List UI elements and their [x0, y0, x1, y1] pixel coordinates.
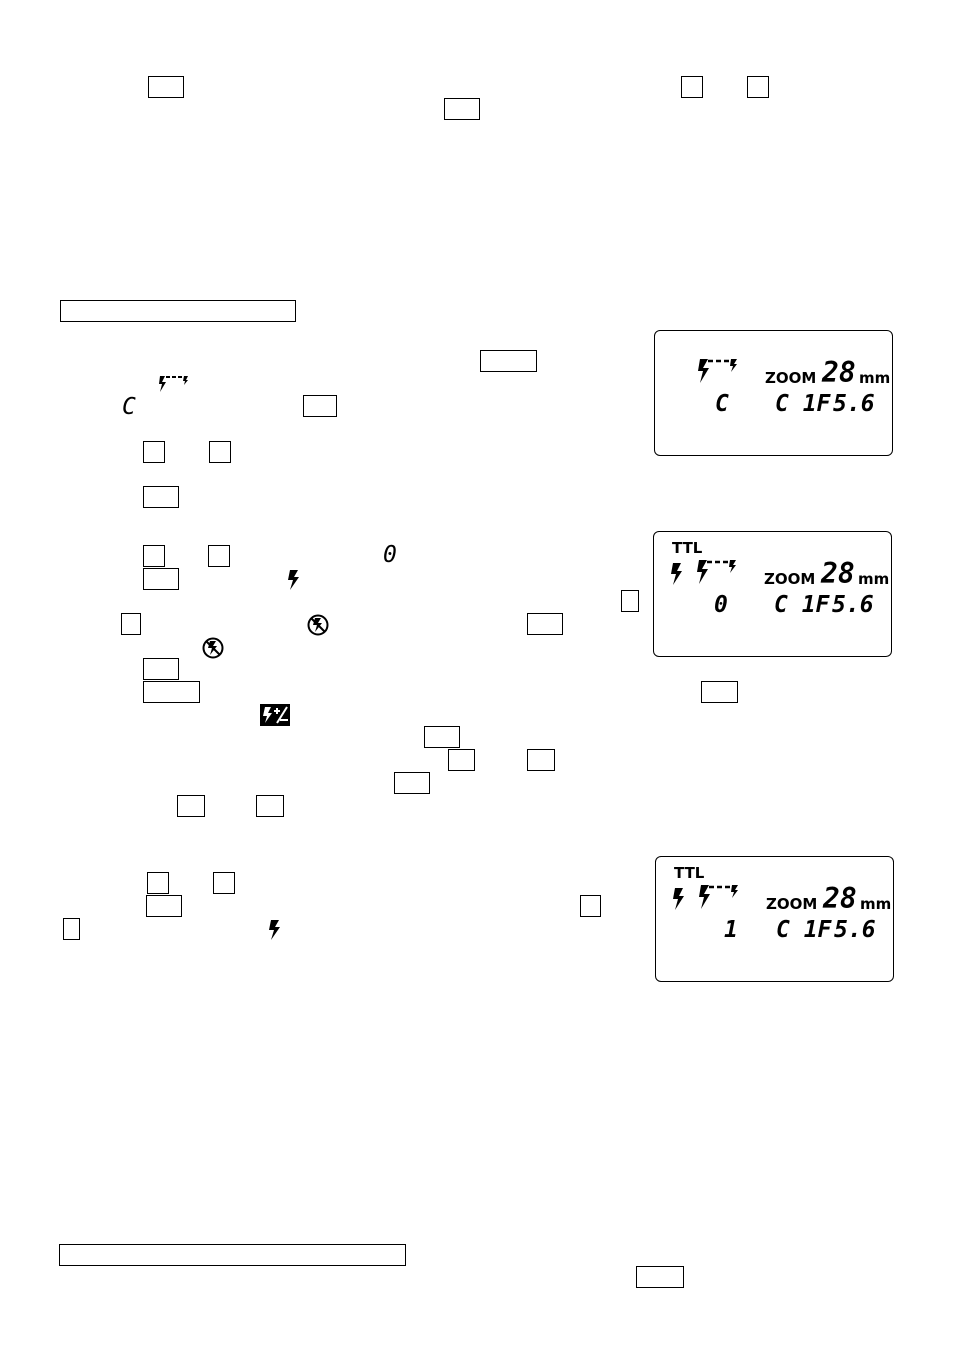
channel-value: 0	[714, 592, 728, 618]
blank-box	[209, 441, 231, 463]
blank-box	[747, 76, 769, 98]
channel-value: 1	[724, 917, 738, 943]
flash-icon	[673, 888, 684, 910]
blank-box	[303, 395, 337, 417]
blank-box	[394, 772, 430, 794]
blank-box	[701, 681, 738, 703]
blank-box	[143, 545, 165, 567]
blank-box	[143, 486, 179, 508]
group-value: C 1F	[776, 917, 832, 943]
flash-icon	[269, 920, 280, 940]
blank-box	[681, 76, 703, 98]
flash-icon	[671, 563, 682, 585]
blank-box	[636, 1266, 684, 1288]
zoom-value: 28	[823, 882, 857, 915]
zoom-label: ZOOM	[765, 369, 817, 387]
blank-box	[147, 872, 169, 894]
blank-box	[256, 795, 284, 817]
flash-compensation-icon	[260, 704, 290, 726]
zoom-value: 28	[821, 557, 855, 590]
blank-box	[177, 795, 205, 817]
blank-box	[480, 350, 537, 372]
blank-box	[121, 613, 141, 635]
blank-box	[143, 681, 200, 703]
flash-off-icon	[307, 614, 329, 636]
blank-box	[527, 749, 555, 771]
group-value: C 1F	[774, 592, 830, 618]
aperture-value: 5.6	[833, 391, 875, 417]
blank-box	[424, 726, 460, 748]
section-header-box	[59, 1244, 406, 1266]
zoom-label: ZOOM	[766, 895, 818, 913]
lcd-panel: TTL ZOOM 28 mm 0 C 1F 5.6	[653, 531, 892, 657]
wireless-flash-icon	[699, 885, 738, 909]
blank-box	[213, 872, 235, 894]
flash-off-icon	[202, 637, 224, 659]
section-header-box	[60, 300, 296, 322]
blank-box	[444, 98, 480, 120]
channel-c-glyph: C	[122, 394, 136, 420]
wireless-flash-icon	[697, 560, 736, 584]
aperture-value: 5.6	[832, 592, 874, 618]
blank-box	[143, 441, 165, 463]
blank-box	[208, 545, 230, 567]
zoom-unit: mm	[859, 369, 891, 387]
group-value: C 1F	[775, 391, 831, 417]
lcd-panel: ZOOM 28 mm C C 1F 5.6	[654, 330, 893, 456]
blank-box	[143, 658, 179, 680]
blank-box	[448, 749, 475, 771]
wireless-flash-icon	[698, 359, 737, 383]
blank-box	[621, 590, 639, 612]
zoom-unit: mm	[860, 895, 892, 913]
blank-box	[143, 568, 179, 590]
blank-box	[146, 895, 182, 917]
lcd-panel: TTL ZOOM 28 mm 1 C 1F 5.6	[655, 856, 894, 982]
ttl-label: TTL	[672, 539, 703, 557]
channel-value: C	[715, 391, 729, 417]
blank-box	[63, 918, 80, 940]
blank-box	[148, 76, 184, 98]
channel-0-glyph: 0	[383, 542, 397, 568]
zoom-unit: mm	[858, 570, 890, 588]
aperture-value: 5.6	[834, 917, 876, 943]
blank-box	[580, 895, 601, 917]
ttl-label: TTL	[674, 864, 705, 882]
blank-box	[527, 613, 563, 635]
wireless-flash-icon	[159, 376, 188, 392]
zoom-value: 28	[822, 356, 856, 389]
zoom-label: ZOOM	[764, 570, 816, 588]
flash-icon	[288, 570, 299, 590]
